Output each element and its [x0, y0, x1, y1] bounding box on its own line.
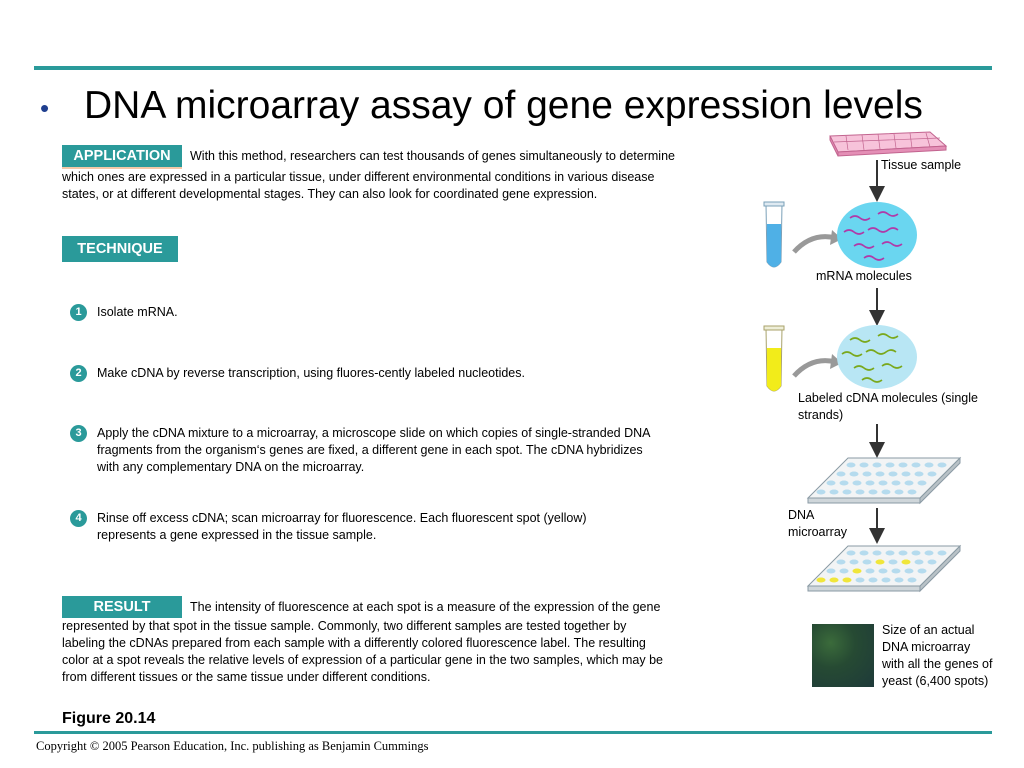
- figure-label: Figure 20.14: [62, 710, 156, 727]
- fluorescent-spots: [816, 559, 911, 583]
- top-rule: [34, 66, 992, 70]
- labeled-cdna-label: Labeled cDNA molecules (single strands): [798, 391, 978, 422]
- slide-title: • DNA microarray assay of gene expression…: [40, 82, 980, 132]
- microarray-slide-unlabeled: [806, 456, 962, 505]
- mrna-molecules-circle: [837, 202, 917, 268]
- actual-size-label: Size of an actual DNA microarray with al…: [882, 623, 993, 688]
- tube-to-circle-arrow-2: [792, 358, 837, 378]
- step-text-2: Make cDNA by reverse transcription, usin…: [97, 366, 525, 380]
- mrna-molecules-label: mRNA molecules: [816, 269, 912, 283]
- step-3: 3 Apply the cDNA mixture to a microarray…: [70, 425, 650, 476]
- microarray-slide-fluorescent: [806, 544, 962, 593]
- bottom-rule: [34, 731, 992, 734]
- step-number-2: 2: [70, 365, 87, 382]
- result-label: RESULT: [62, 596, 182, 618]
- step-number-4: 4: [70, 510, 87, 527]
- step-text-3: Apply the cDNA mixture to a microarray, …: [97, 426, 650, 474]
- yellow-tube-illustration: [763, 325, 785, 392]
- labeled-cdna-circle: [837, 325, 917, 389]
- title-bullet: •: [40, 92, 50, 123]
- tube-to-circle-arrow-1: [792, 234, 837, 254]
- tissue-sample-label: Tissue sample: [881, 158, 962, 172]
- step-text-4: Rinse off excess cDNA; scan microarray f…: [97, 511, 587, 542]
- copyright-notice: Copyright © 2005 Pearson Education, Inc.…: [36, 739, 429, 753]
- technique-label: TECHNIQUE: [62, 236, 178, 262]
- yeast-microarray-photo: [812, 624, 874, 687]
- step-number-3: 3: [70, 425, 87, 442]
- result-text: The intensity of fluorescence at each sp…: [62, 600, 664, 684]
- step-text-1: Isolate mRNA.: [97, 305, 178, 319]
- step-number-1: 1: [70, 304, 87, 321]
- application-text: With this method, researchers can test t…: [62, 149, 675, 201]
- step-4: 4 Rinse off excess cDNA; scan microarray…: [70, 510, 590, 544]
- step-2: 2 Make cDNA by reverse transcription, us…: [70, 365, 650, 382]
- dna-microarray-label: DNA microarray: [788, 508, 848, 539]
- tissue-sample-illustration: [829, 131, 948, 157]
- microarray-process-diagram: [763, 131, 962, 593]
- title-text: DNA microarray assay of gene expression …: [84, 84, 923, 127]
- blue-tube-illustration: [763, 201, 785, 268]
- application-label: APPLICATION: [62, 145, 182, 169]
- step-1: 1 Isolate mRNA.: [70, 304, 650, 321]
